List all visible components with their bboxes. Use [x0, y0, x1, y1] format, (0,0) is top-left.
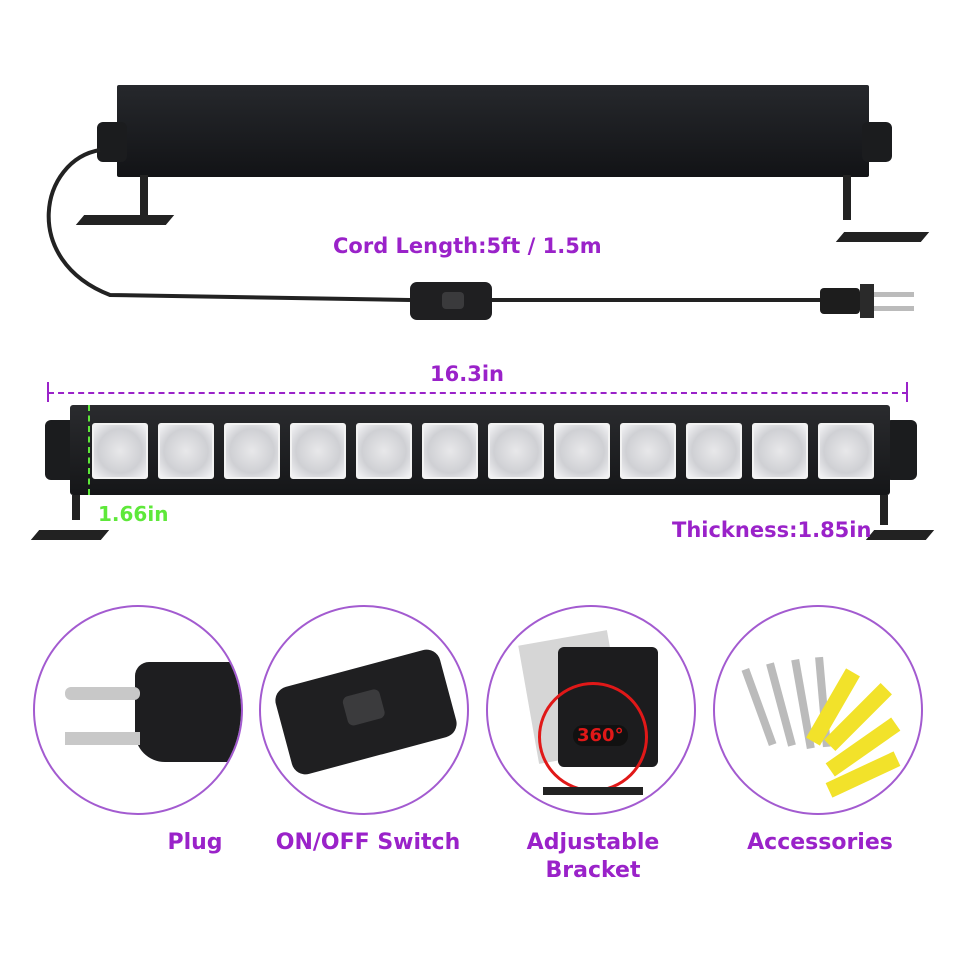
bracket-leg-left [72, 495, 80, 520]
uv-led [752, 423, 808, 479]
uv-led [422, 423, 478, 479]
plug-icon [135, 662, 241, 762]
dimension-tick-left [47, 382, 49, 402]
uv-led [356, 423, 412, 479]
uv-led [158, 423, 214, 479]
caption-plug: Plug [167, 830, 223, 855]
uv-led [818, 423, 874, 479]
feature-switch-image [259, 605, 469, 815]
bracket-leg-right [843, 175, 851, 220]
bracket-foot-left [30, 530, 110, 540]
bar-end-knob-left [97, 122, 127, 162]
bracket-foot-right [865, 530, 935, 540]
caption-bracket-line2: Bracket [545, 858, 641, 883]
caption-bracket-line1: Adjustable [526, 830, 660, 855]
switch-rocker-icon [442, 292, 464, 309]
feature-accessories-image [713, 605, 923, 815]
uv-led [224, 423, 280, 479]
width-dimension-line [48, 392, 908, 394]
width-dimension-label: 16.3in [430, 362, 504, 386]
feature-bracket-image: 360° [486, 605, 696, 815]
caption-accessories: Accessories [747, 830, 893, 855]
caption-switch: ON/OFF Switch [275, 830, 461, 855]
bracket-leg-right [880, 495, 888, 525]
thickness-dimension-label: Thickness:1.85in [672, 518, 872, 542]
uv-led [686, 423, 742, 479]
rotation-label: 360° [573, 725, 628, 746]
bracket-leg-left [140, 175, 148, 220]
uv-led [620, 423, 676, 479]
height-dimension-line [88, 405, 90, 495]
dimension-tick-right [906, 382, 908, 402]
cord-length-label: Cord Length:5ft / 1.5m [333, 234, 602, 258]
switch-icon [272, 646, 460, 778]
uv-led [488, 423, 544, 479]
light-bar-front-view [70, 405, 890, 495]
uv-led [554, 423, 610, 479]
uv-led [92, 423, 148, 479]
feature-plug-image [33, 605, 243, 815]
light-bar-rear-view [117, 85, 869, 177]
bar-end-knob-right [885, 420, 917, 480]
inline-switch [410, 282, 492, 320]
height-dimension-label: 1.66in [98, 502, 169, 526]
bar-end-knob-right [862, 122, 892, 162]
power-cord [46, 148, 914, 318]
uv-led [290, 423, 346, 479]
